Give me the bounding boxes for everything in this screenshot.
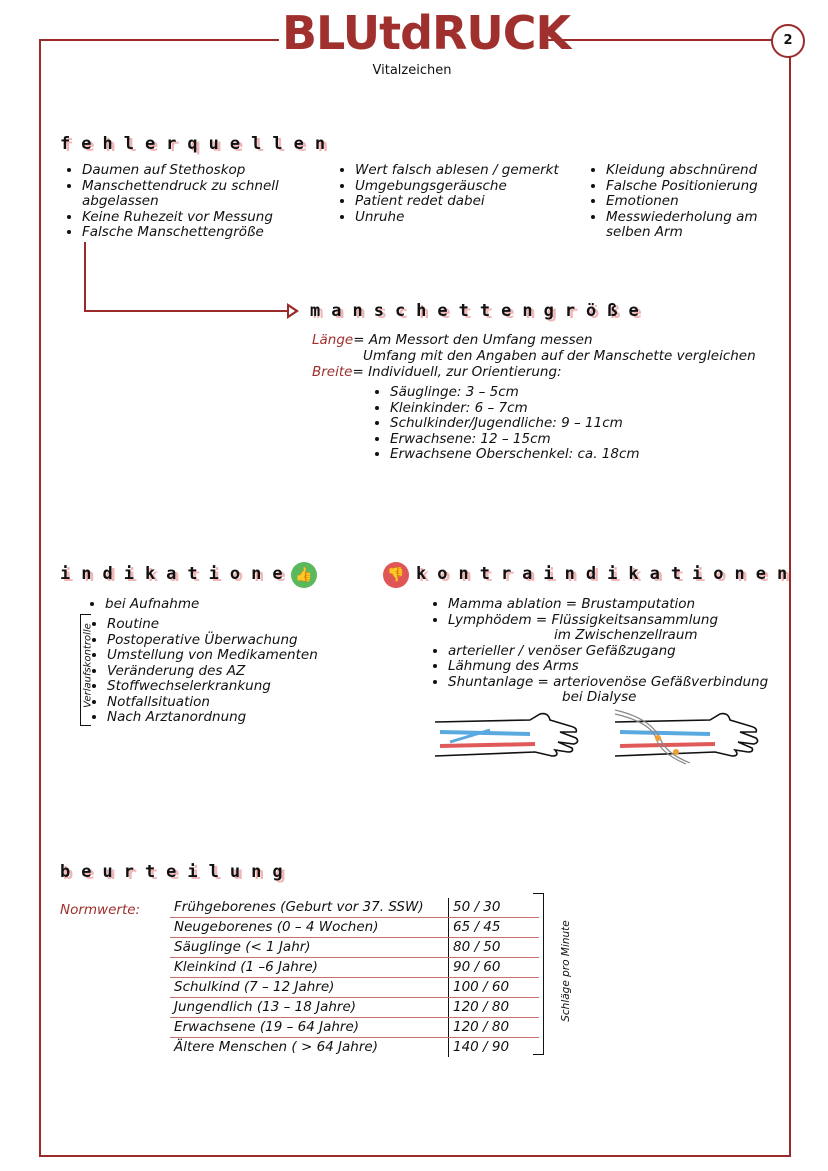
kontraindikationen-list: Mamma ablation = Brustamputation Lymphöd… (426, 596, 818, 706)
laenge-label: Länge (312, 332, 354, 348)
value-cell: 100 / 60 (448, 977, 539, 998)
list-item: Falsche Positionierung (606, 178, 806, 195)
unit-bracket (533, 893, 544, 1055)
fehlerquellen-list-3: Kleidung abschnürend Falsche Positionier… (584, 162, 806, 241)
page-frame (39, 40, 791, 1157)
table-row: Kleinkind (1 –6 Jahre)90 / 60 (170, 957, 539, 978)
age-cell: Erwachsene (19 – 64 Jahre) (170, 1017, 449, 1038)
list-item: Messwiederholung am selben Arm (606, 209, 806, 241)
kontraindikationen-heading: kontraindikationen (416, 564, 799, 584)
age-cell: Säuglinge (< 1 Jahr) (170, 937, 449, 958)
value-cell: 120 / 80 (448, 1017, 539, 1038)
list-item: Säuglinge: 3 – 5cm (390, 384, 690, 401)
unit-label: Schläge pro Minute (560, 920, 572, 1022)
arm-illustration-right (614, 709, 759, 765)
table-row: Jungendlich (13 – 18 Jahre)120 / 80 (170, 997, 539, 1018)
breite-label: Breite (312, 364, 353, 380)
list-item: Patient redet dabei (355, 193, 565, 210)
list-item: Nach Arztanordnung (107, 709, 367, 726)
lymph-cont: im Zwischenzellraum (554, 627, 698, 643)
age-cell: Schulkind (7 – 12 Jahre) (170, 977, 449, 998)
list-item: Stoffwechselerkrankung (107, 678, 367, 695)
cuff-size-list: Säuglinge: 3 – 5cm Kleinkinder: 6 – 7cm … (368, 384, 690, 463)
list-item: Shuntanlage = arteriovenöse Gefäßverbind… (448, 673, 818, 706)
age-cell: Frühgeborenes (Geburt vor 37. SSW) (170, 898, 449, 918)
table-row: Schulkind (7 – 12 Jahre)100 / 60 (170, 977, 539, 998)
list-item: Erwachsene: 12 – 15cm (390, 431, 690, 448)
lymph-text: Lymphödem = Flüssigkeitsansammlung (448, 611, 719, 628)
list-item: Emotionen (606, 193, 806, 210)
fehlerquellen-heading: fehlerquellen (60, 134, 337, 154)
arrow-line-horizontal (84, 310, 288, 312)
table-row: Frühgeborenes (Geburt vor 37. SSW)50 / 3… (170, 898, 539, 918)
arrow-line-vertical (84, 242, 86, 311)
list-item: Routine (107, 616, 367, 633)
list-item: Daumen auf Stethoskop (82, 162, 332, 179)
normwerte-label: Normwerte: (60, 902, 141, 918)
page-subtitle: Vitalzeichen (372, 63, 452, 78)
thumbs-down-icon: 👎 (383, 562, 409, 588)
list-item: Schulkinder/Jugendliche: 9 – 11cm (390, 415, 690, 432)
list-item: Veränderung des AZ (107, 663, 367, 680)
indikationen-first: bei Aufnahme (83, 596, 355, 613)
table-row: Neugeborenes (0 – 4 Wochen)65 / 45 (170, 917, 539, 938)
shunt-cont: bei Dialyse (562, 689, 637, 705)
value-cell: 50 / 30 (448, 898, 539, 918)
indikationen-list: Routine Postoperative Überwachung Umstel… (85, 616, 367, 726)
breite-text: = Individuell, zur Orientierung: (352, 364, 562, 380)
laenge-text: = Am Messort den Umfang messen (353, 332, 593, 348)
indikationen-heading: indikationen (60, 564, 315, 584)
table-row: Säuglinge (< 1 Jahr)80 / 50 (170, 937, 539, 958)
list-item: Keine Ruhezeit vor Messung (82, 209, 332, 226)
list-item: Umstellung von Medikamenten (107, 647, 367, 664)
frame-top-left (39, 39, 279, 41)
list-item: arterieller / venöser Gefäßzugang (448, 643, 818, 660)
list-item: Notfallsituation (107, 694, 367, 711)
verlauf-bracket (80, 614, 91, 726)
manschettengroesse-heading: manschettengröße (310, 301, 650, 321)
arrow-head-inner (289, 307, 295, 315)
frame-top-right (545, 39, 773, 41)
list-item: bei Aufnahme (105, 596, 355, 613)
age-cell: Neugeborenes (0 – 4 Wochen) (170, 917, 449, 938)
shunt-text: Shuntanlage = arteriovenöse Gefäßverbind… (448, 673, 769, 690)
age-cell: Jungendlich (13 – 18 Jahre) (170, 997, 449, 1018)
arm-illustration-left (434, 712, 579, 757)
beurteilung-heading: beurteilung (60, 862, 294, 882)
fehlerquellen-list-2: Wert falsch ablesen / gemerkt Umgebungsg… (333, 162, 565, 226)
age-cell: Ältere Menschen ( > 64 Jahre) (174, 1039, 378, 1055)
list-item: Postoperative Überwachung (107, 632, 367, 649)
page-title: BLUtdRUCK (282, 6, 571, 60)
value-cell: 80 / 50 (448, 937, 539, 958)
list-item: Unruhe (355, 209, 565, 226)
page-number: 2 (771, 24, 805, 58)
value-cell: 140 / 90 (448, 1037, 539, 1057)
table-row: Erwachsene (19 – 64 Jahre)120 / 80 (170, 1017, 539, 1038)
fehlerquellen-list-1: Daumen auf Stethoskop Manschettendruck z… (60, 162, 332, 241)
age-cell: Kleinkind (1 –6 Jahre) (170, 957, 449, 978)
list-item: Manschettendruck zu schnell abgelassen (82, 178, 332, 210)
normwerte-table: Frühgeborenes (Geburt vor 37. SSW)50 / 3… (170, 898, 539, 1057)
list-item: Kleinkinder: 6 – 7cm (390, 400, 690, 417)
list-item: Falsche Manschettengröße (82, 224, 332, 241)
list-item: Wert falsch ablesen / gemerkt (355, 162, 565, 179)
list-item: Erwachsene Oberschenkel: ca. 18cm (390, 446, 690, 463)
list-item: Umgebungsgeräusche (355, 178, 565, 195)
laenge-line: Länge= Am Messort den Umfang messen (312, 332, 593, 349)
value-cell: 120 / 80 (448, 997, 539, 1018)
breite-line: Breite= Individuell, zur Orientierung: (312, 364, 562, 381)
list-item: Lähmung des Arms (448, 658, 818, 675)
value-cell: 65 / 45 (448, 917, 539, 938)
list-item: Kleidung abschnürend (606, 162, 806, 179)
value-cell: 90 / 60 (448, 957, 539, 978)
table-row: Ältere Menschen ( > 64 Jahre) 140 / 90 (170, 1037, 539, 1057)
list-item: Mamma ablation = Brustamputation (448, 596, 818, 613)
thumbs-up-icon: 👍 (291, 562, 317, 588)
laenge-text-2: Umfang mit den Angaben auf der Manschett… (363, 348, 756, 364)
